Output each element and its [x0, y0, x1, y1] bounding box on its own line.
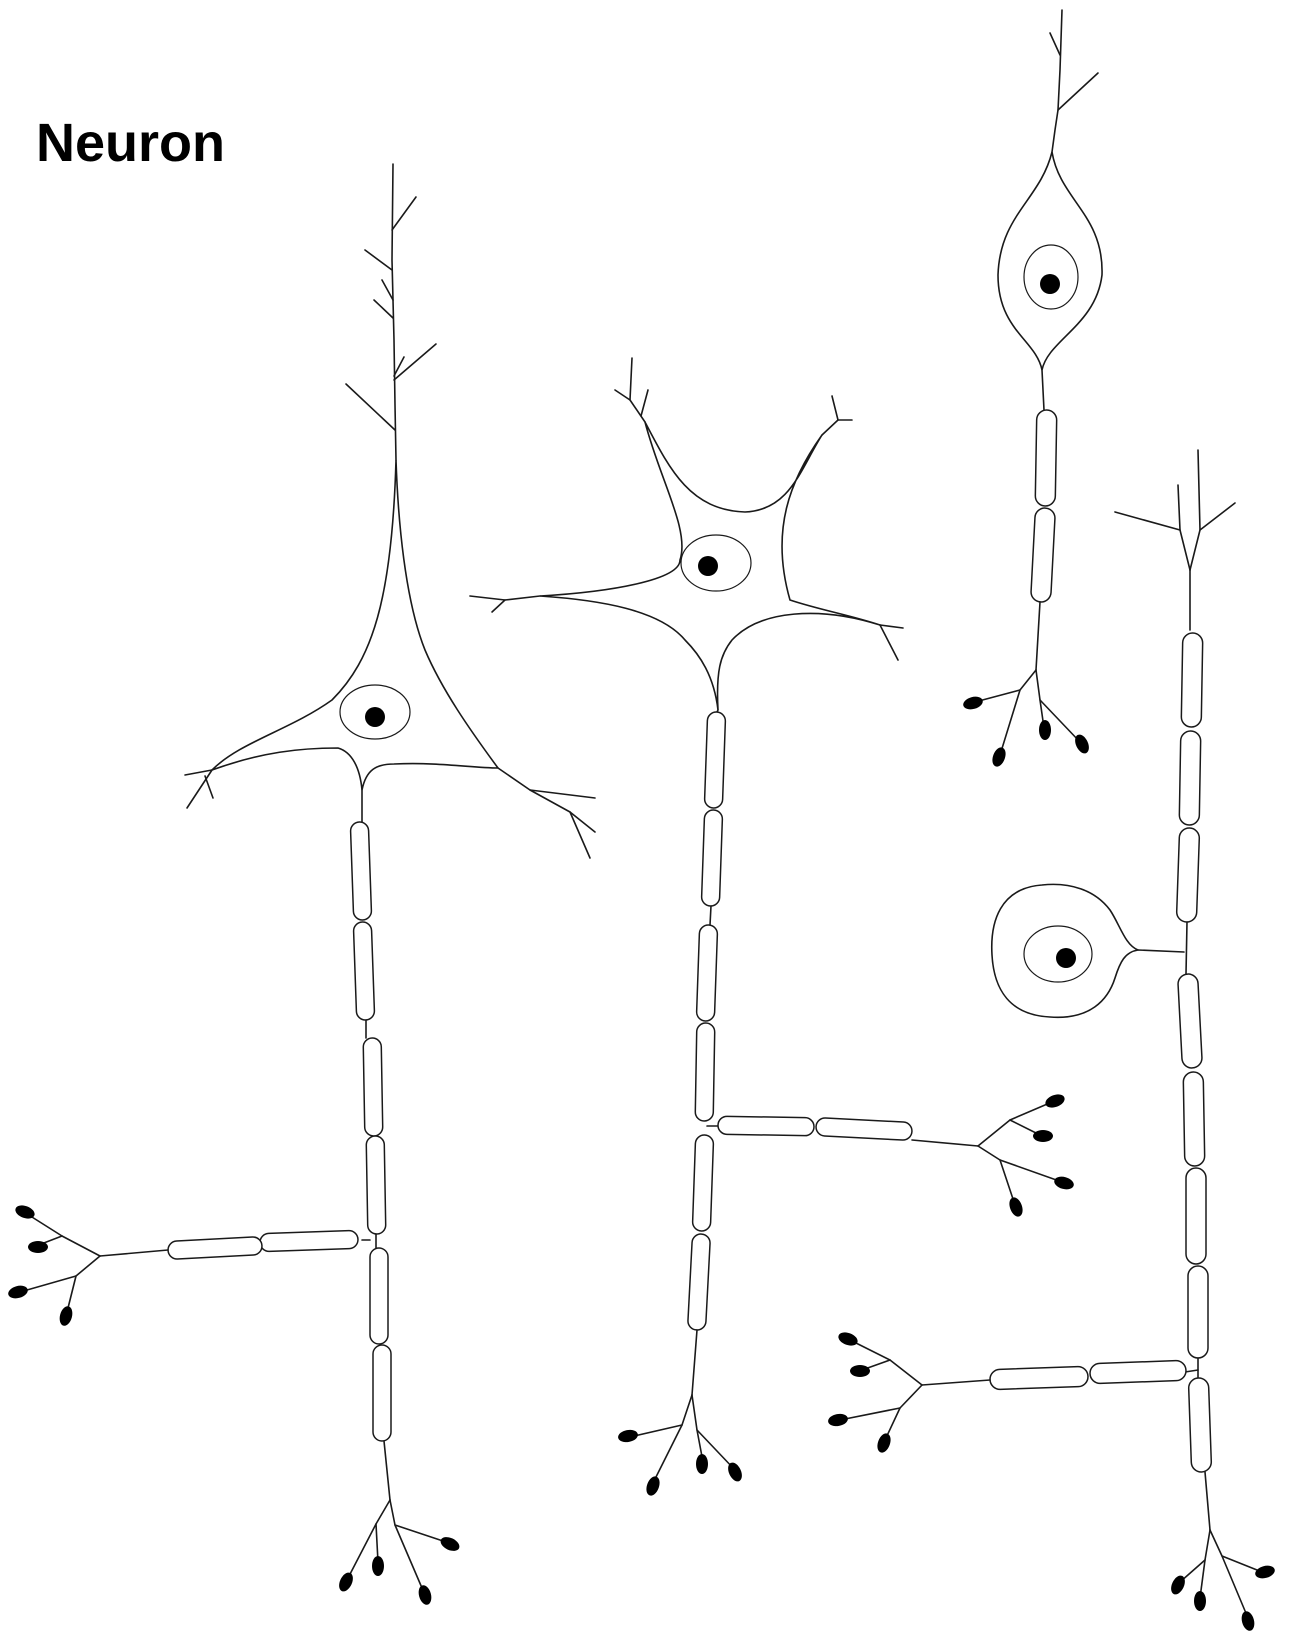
basal-dendrites — [185, 768, 595, 858]
dendrites — [1050, 10, 1098, 152]
myelin-sheath — [353, 922, 374, 1021]
myelin-sheath — [704, 712, 725, 809]
axon — [688, 710, 978, 1395]
myelin-sheath — [168, 1237, 263, 1260]
myelin-sheath — [718, 1116, 814, 1136]
myelin-sheath — [990, 1366, 1089, 1389]
cell-body — [212, 460, 498, 790]
neuron-bipolar — [962, 10, 1102, 768]
axon — [100, 790, 391, 1500]
cell-body — [998, 152, 1102, 370]
neuron-pyramidal — [7, 164, 595, 1606]
dendrites — [1115, 450, 1235, 630]
nucleolus — [698, 556, 718, 576]
myelin-sheath — [688, 1234, 711, 1331]
myelin-sheath — [701, 810, 722, 907]
myelin-sheath — [1188, 1266, 1208, 1358]
myelin-sheath — [1031, 508, 1056, 603]
myelin-sheath — [1181, 633, 1203, 727]
myelin-sheath — [1186, 1168, 1206, 1264]
axon-terminals — [962, 670, 1092, 768]
apical-dendrite — [346, 164, 436, 460]
axon-terminals — [7, 1203, 462, 1606]
myelin-sheath — [696, 925, 717, 1022]
myelin-sheath — [1035, 410, 1057, 506]
nucleolus — [365, 707, 385, 727]
myelin-sheath — [1090, 1360, 1187, 1383]
nucleolus — [1040, 274, 1060, 294]
myelin-sheath — [373, 1345, 391, 1441]
myelin-sheath — [363, 1038, 383, 1136]
axon-terminals — [617, 1092, 1075, 1498]
axon — [922, 633, 1212, 1530]
myelin-sheath — [1179, 731, 1201, 825]
neuron-multipolar — [470, 358, 1075, 1497]
myelin-sheath — [695, 1023, 715, 1121]
myelin-sheath — [816, 1118, 913, 1141]
myelin-sheath — [366, 1136, 386, 1234]
myelin-sheath — [1176, 828, 1199, 923]
myelin-sheath — [370, 1248, 388, 1344]
myelin-sheath — [1188, 1378, 1211, 1473]
myelin-sheath — [260, 1230, 359, 1251]
myelin-sheath — [1178, 974, 1203, 1069]
myelin-sheath — [692, 1135, 713, 1232]
myelin-sheath — [1183, 1072, 1205, 1166]
myelin-sheath — [350, 822, 371, 921]
axon — [1031, 370, 1057, 670]
nucleolus — [1056, 948, 1076, 968]
